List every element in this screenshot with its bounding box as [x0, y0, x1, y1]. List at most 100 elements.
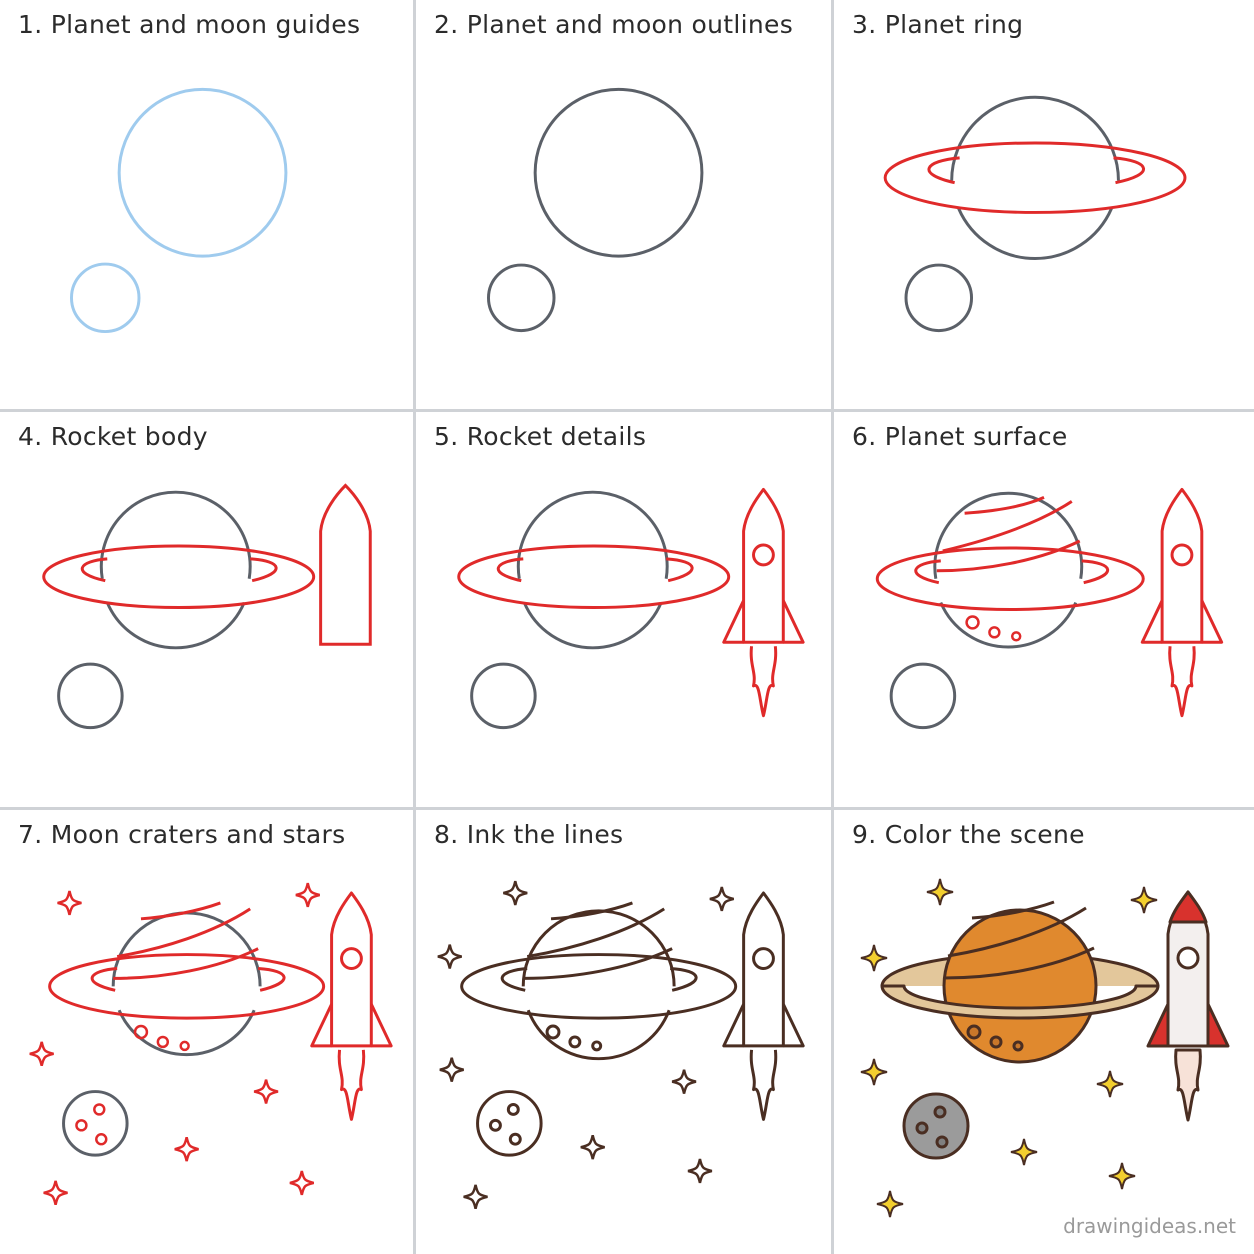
- planet-outline-lower: [939, 601, 1078, 649]
- rocket-flame: [749, 1049, 778, 1121]
- moon-outline: [470, 662, 537, 730]
- panel-step-3: 3. Planet ring: [834, 0, 1254, 412]
- rocket-fin-right: [1206, 1002, 1230, 1048]
- planet-ring-inner: [496, 557, 694, 583]
- planet-bands: [936, 495, 1081, 573]
- step-title: 2. Planet and moon outlines: [434, 10, 794, 39]
- panel-step-5: 5. Rocket details: [416, 412, 834, 810]
- planet-ring-inner: [500, 966, 698, 992]
- moon-crater: [933, 1105, 947, 1119]
- panel-step-4: 4. Rocket body: [0, 412, 416, 810]
- planet-outline: [950, 95, 1120, 181]
- stars: [436, 879, 735, 1210]
- step-title: 4. Rocket body: [18, 422, 208, 451]
- step-6-drawing: [875, 487, 1224, 730]
- moon-crater: [508, 1132, 522, 1146]
- planet-ring-inner: [80, 557, 278, 583]
- panel-step-8: 8. Ink the lines: [416, 810, 834, 1254]
- crater: [591, 1040, 603, 1052]
- planet-body: [942, 908, 1098, 1064]
- moon-craters: [75, 1103, 108, 1146]
- step-title: 5. Rocket details: [434, 422, 647, 451]
- rocket: [722, 487, 805, 718]
- planet-ring-inner: [90, 966, 286, 992]
- step-title: 9. Color the scene: [852, 820, 1085, 849]
- planet-outline-lower: [117, 1009, 256, 1057]
- step-5-drawing: [457, 487, 805, 730]
- planet-outline: [933, 491, 1084, 579]
- crater: [966, 1024, 982, 1040]
- moon-crater: [488, 1118, 502, 1132]
- crater: [545, 1024, 561, 1040]
- step-8-drawing: [436, 879, 805, 1210]
- planet-craters: [965, 615, 1022, 642]
- planet-outline-lower: [105, 601, 246, 650]
- step-title: 3. Planet ring: [852, 10, 1024, 39]
- planet-ring-outer: [875, 546, 1145, 611]
- moon-outline: [904, 263, 974, 333]
- planet-band: [971, 900, 1055, 920]
- planet-ring-outer: [42, 544, 316, 610]
- moon-outline: [476, 1090, 543, 1157]
- planet-outline: [111, 911, 262, 987]
- panel-step-2: 2. Planet and moon outlines: [416, 0, 834, 412]
- rocket-window: [752, 947, 775, 970]
- planet-ring-outer: [460, 953, 738, 1020]
- planet-outline-lower: [957, 207, 1113, 261]
- moon-guide-circle: [70, 262, 141, 334]
- planet-outline: [516, 490, 669, 579]
- planet-outline: [533, 87, 704, 258]
- rocket-body: [319, 483, 372, 646]
- stars: [28, 881, 321, 1206]
- planet-band: [947, 906, 1087, 958]
- step-1-drawing: [70, 87, 288, 334]
- planet-band: [523, 947, 673, 980]
- planet-outline-lower: [522, 601, 663, 650]
- planet-guide-circle: [117, 87, 288, 258]
- planet-ring-inner: [927, 156, 1146, 185]
- crater: [989, 1035, 1003, 1049]
- planet-band: [943, 946, 1095, 980]
- planet-outline: [521, 909, 676, 987]
- moon-crater: [506, 1102, 520, 1116]
- panel-step-9: 9. Color the scene: [834, 810, 1254, 1254]
- step-4-drawing: [42, 483, 372, 730]
- rocket-fins: [722, 1003, 805, 1048]
- step-title: 7. Moon craters and stars: [18, 820, 346, 849]
- panel-step-1: 1. Planet and moon guides: [0, 0, 416, 412]
- rocket-fin-left: [1146, 1002, 1170, 1048]
- rocket-window: [1176, 946, 1200, 970]
- planet-ring-outer: [883, 141, 1187, 214]
- crater: [568, 1035, 582, 1049]
- planet-craters: [133, 1024, 190, 1052]
- moon-outline: [889, 662, 957, 730]
- step-9-drawing: [860, 878, 1230, 1218]
- planet-ring-inner: [914, 559, 1110, 585]
- step-title: 6. Planet surface: [852, 422, 1068, 451]
- step-title: 8. Ink the lines: [434, 820, 624, 849]
- planet-outline: [99, 490, 252, 579]
- planet-bands: [113, 901, 259, 980]
- moon-outline: [487, 263, 556, 333]
- planet-band: [526, 907, 666, 959]
- rocket: [1140, 487, 1224, 718]
- moon-outline: [57, 662, 124, 730]
- step-title: 1. Planet and moon guides: [18, 10, 361, 39]
- planet-band: [550, 901, 633, 921]
- panel-step-6: 6. Planet surface: [834, 412, 1254, 810]
- rocket-flame: [1174, 1048, 1202, 1122]
- rocket: [310, 891, 393, 1121]
- planet-outline-lower: [526, 1009, 671, 1061]
- planet-ring-outer: [457, 544, 731, 610]
- step-7-drawing: [28, 881, 393, 1206]
- planet-ring-outer: [48, 953, 326, 1020]
- rocket-nose: [1168, 890, 1208, 924]
- rocket-body: [742, 891, 785, 1048]
- watermark: drawingideas.net: [1063, 1214, 1236, 1238]
- moon-body: [902, 1092, 970, 1160]
- step-2-drawing: [487, 87, 704, 333]
- step-3-drawing: [883, 95, 1187, 333]
- moon-crater: [935, 1135, 949, 1149]
- crater: [1012, 1040, 1024, 1052]
